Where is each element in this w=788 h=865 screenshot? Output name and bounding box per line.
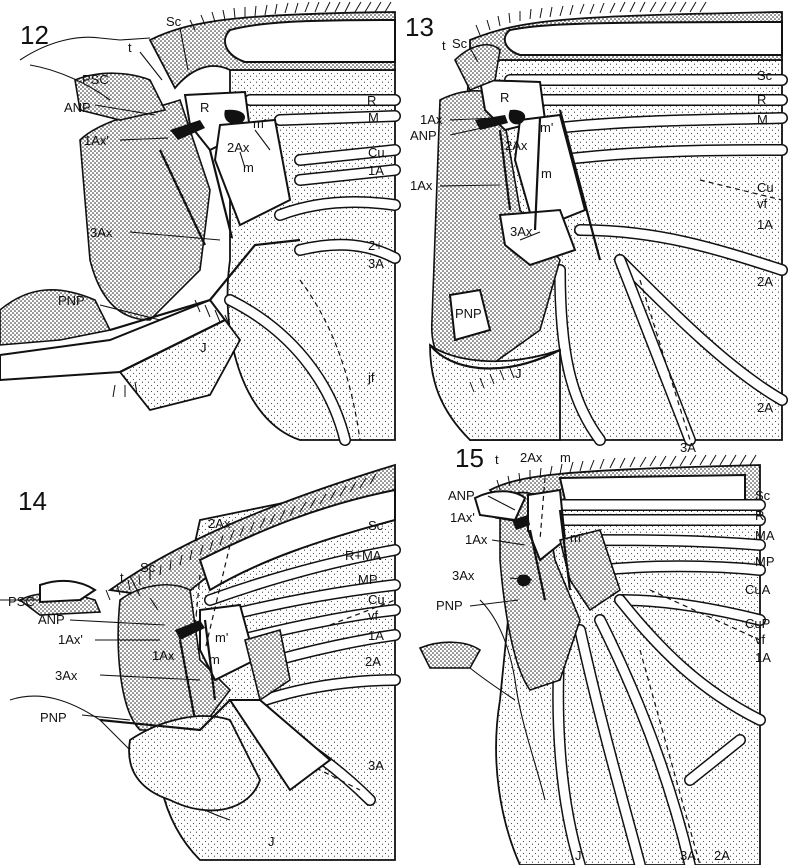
fig12-label-pnp: PNP xyxy=(58,293,85,308)
fig12-label-t: t xyxy=(128,40,132,55)
fig14-number: 14 xyxy=(18,486,47,516)
fig12-label-anp: ANP xyxy=(64,100,91,115)
fig15-label-sc: Sc xyxy=(755,488,771,503)
fig15-label-3a: 3A xyxy=(680,848,696,863)
fig15-label-m-prime: m' xyxy=(570,530,583,545)
fig13-label-M: M xyxy=(757,112,768,127)
fig13-subcosta-field xyxy=(505,22,782,55)
fig13-label-1ax: 1Ax xyxy=(410,178,433,193)
fig14-label-3ax: 3Ax xyxy=(55,668,78,683)
fig15-label-mp: MP xyxy=(755,554,775,569)
fig12-label-3ax: 3Ax xyxy=(90,225,113,240)
fig12-label-j: J xyxy=(200,340,207,355)
fig12-label-1a: 1A xyxy=(368,163,384,178)
fig12-label-1ax: 1Ax' xyxy=(84,133,109,148)
fig13-label-anp: ANP xyxy=(410,128,437,143)
figure-13: 13 t Sc Sc R R 1Ax ANP m' M 2Ax m 1Ax Cu… xyxy=(405,2,782,455)
fig14-label-sc-plate: Sc xyxy=(140,560,156,575)
fig15-label-ma: MA xyxy=(755,528,775,543)
fig14-label-3a: 3A xyxy=(368,758,384,773)
fig12-label-jf: jf xyxy=(367,370,375,385)
fig14-label-mp: MP xyxy=(358,572,378,587)
fig15-label-1ax: 1Ax xyxy=(465,532,488,547)
fig12-label-M: M xyxy=(368,110,379,125)
fig15-label-1ax-prime: 1Ax' xyxy=(450,510,475,525)
fig14-label-2ax: 2Ax xyxy=(208,516,231,531)
fig15-label-cup: CuP xyxy=(745,616,770,631)
fig13-label-j: J xyxy=(515,366,522,381)
fig12-label-2plus: 2+ xyxy=(368,238,383,253)
fig15-label-anp: ANP xyxy=(448,488,475,503)
fig12-label-2ax: 2Ax xyxy=(227,140,250,155)
fig14-label-sc: Sc xyxy=(368,518,384,533)
fig14-label-j: J xyxy=(268,834,275,849)
fig13-label-1a: 1A xyxy=(757,217,773,232)
figure-12: 12 Sc t PSC R ANP 1Ax' 2Ax m' m R M Cu 1… xyxy=(0,2,395,440)
fig13-number: 13 xyxy=(405,12,434,42)
fig13-label-pnp: PNP xyxy=(455,306,482,321)
fig13-label-r-plate: R xyxy=(500,90,509,105)
fig12-label-m: m xyxy=(243,160,254,175)
fig12-label-3a: 3A xyxy=(368,256,384,271)
fig13-label-1ax-top: 1Ax xyxy=(420,112,443,127)
fig12-label-sc: Sc xyxy=(166,14,182,29)
fig13-label-vf: vf xyxy=(757,196,768,211)
fig14-label-1ax-prime: 1Ax' xyxy=(58,632,83,647)
fig13-label-2a: 2A xyxy=(757,274,773,289)
fig12-label-psc: PSC xyxy=(82,72,109,87)
fig13-label-3ax: 3Ax xyxy=(510,224,533,239)
fig13-label-cu: Cu xyxy=(757,180,774,195)
fig12-label-m-prime: m' xyxy=(253,116,266,131)
fig15-number: 15 xyxy=(455,443,484,473)
fig13-label-sc: Sc xyxy=(757,68,773,83)
fig15-label-2ax: 2Ax xyxy=(520,450,543,465)
fig12-label-r-plate: R xyxy=(200,100,209,115)
fig15-label-3ax: 3Ax xyxy=(452,568,475,583)
fig15-label-2a: 2A xyxy=(714,848,730,863)
figure-14: 14 2Ax Sc t Sc R+MA MP PSC Cu vf ANP 1Ax… xyxy=(0,465,395,860)
fig15-label-m-top: m xyxy=(560,450,571,465)
fig15-label-t: t xyxy=(495,452,499,467)
fig15-label-cua: CuA xyxy=(745,582,771,597)
fig15-label-pnp: PNP xyxy=(436,598,463,613)
fig14-label-1ax: 1Ax xyxy=(152,648,175,663)
fig14-label-vf: vf xyxy=(368,608,379,623)
fig13-label-t: t xyxy=(442,38,446,53)
fig12-subcosta-field xyxy=(225,20,395,62)
figure-15: 15 t 2Ax m ANP Sc 1Ax' R 1Ax MA m' 3Ax M… xyxy=(420,443,775,865)
fig12-number: 12 xyxy=(20,20,49,50)
fig13-label-3a: 3A xyxy=(680,440,696,455)
fig14-label-2a: 2A xyxy=(365,654,381,669)
fig15-label-j: J xyxy=(575,848,582,863)
fig15-label-1a: 1A xyxy=(755,650,771,665)
fig14-label-psc: PSC xyxy=(8,594,35,609)
fig14-label-m: m xyxy=(209,652,220,667)
fig13-label-2a-bottom: 2A xyxy=(757,400,773,415)
fig14-label-t: t xyxy=(120,570,124,585)
fig14-label-r-ma: R+MA xyxy=(345,548,382,563)
fig15-label-vf: vf xyxy=(755,632,766,647)
fig13-label-r: R xyxy=(757,92,766,107)
fig14-label-pnp: PNP xyxy=(40,710,67,725)
fig15-label-r: R xyxy=(755,508,764,523)
fig13-label-m: m xyxy=(541,166,552,181)
fig13-label-2ax: 2Ax xyxy=(505,138,528,153)
fig14-label-anp: ANP xyxy=(38,612,65,627)
fig13-label-sc-plate: Sc xyxy=(452,36,468,51)
fig14-label-1a: 1A xyxy=(368,628,384,643)
fig13-label-m-prime: m' xyxy=(540,120,553,135)
fig12-label-r: R xyxy=(367,93,376,108)
fig12-label-cu: Cu xyxy=(368,145,385,160)
fig15-subcosta-field xyxy=(560,475,745,500)
fig14-label-cu: Cu xyxy=(368,592,385,607)
fig14-label-m-prime: m' xyxy=(215,630,228,645)
